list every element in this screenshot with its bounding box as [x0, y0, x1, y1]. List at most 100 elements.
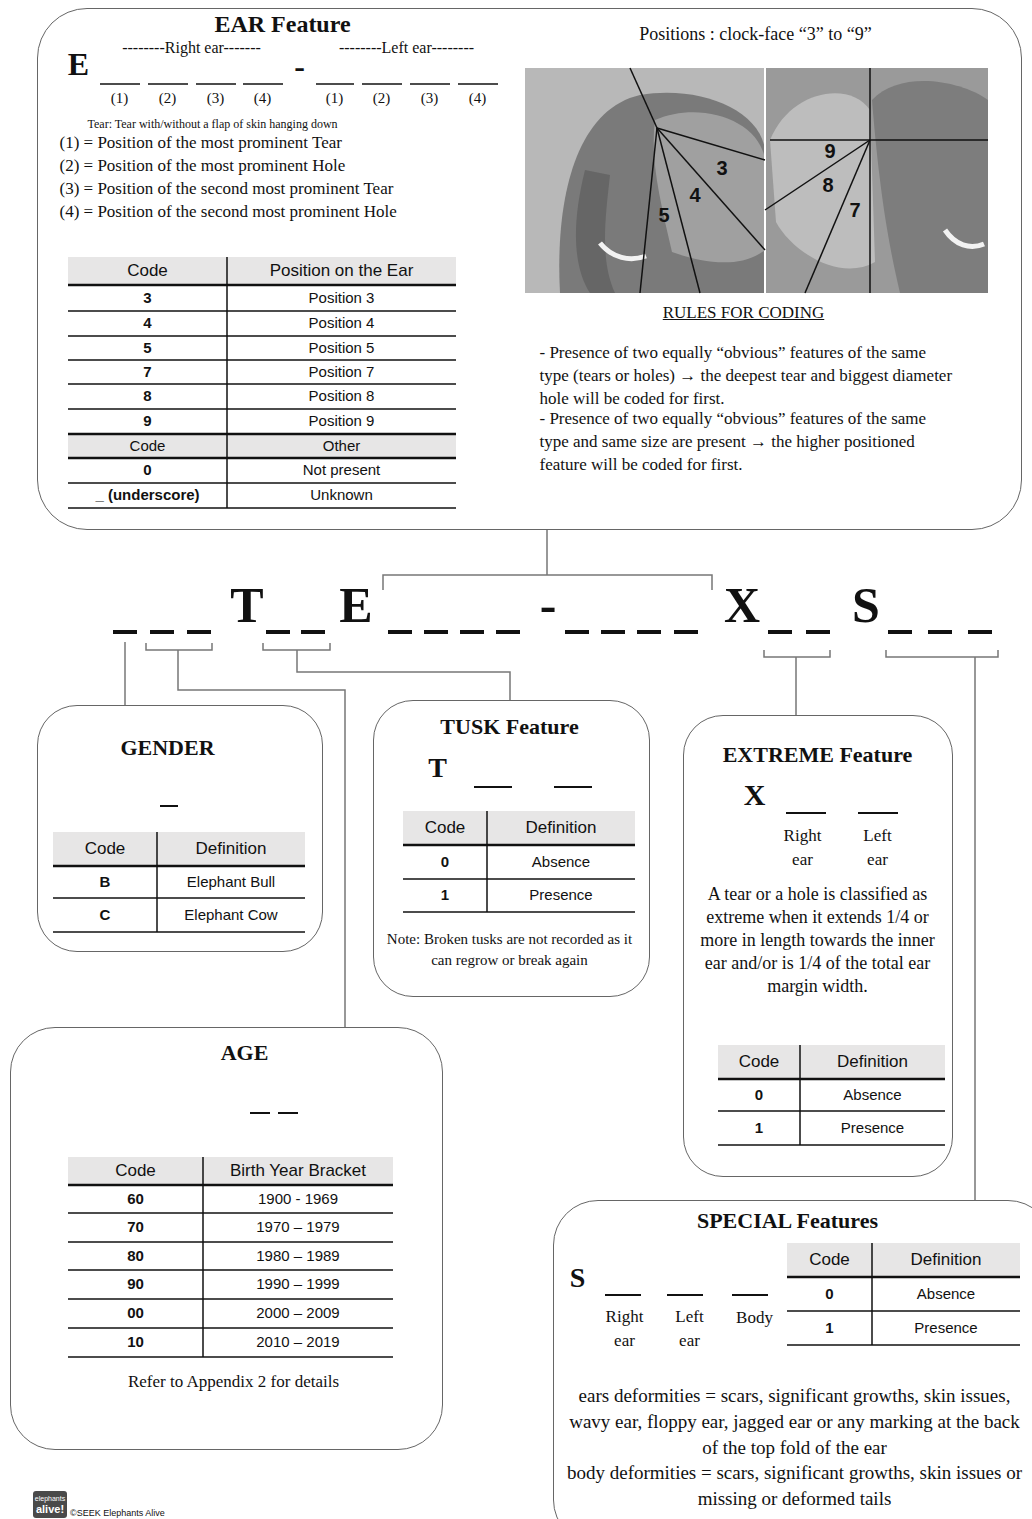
- table-header: Code: [68, 261, 227, 281]
- table-header: Code: [68, 437, 227, 455]
- callout-number: 3: [712, 156, 732, 180]
- table-cell: 1: [718, 1119, 800, 1137]
- table-cell: Position 5: [227, 339, 456, 357]
- slot-caption: Left ear: [666, 1305, 714, 1353]
- table-header: Other: [227, 437, 456, 455]
- table-cell: 1: [403, 886, 487, 904]
- table-cell: C: [53, 906, 157, 924]
- photo-heading: Positions : clock-face “3” to “9”: [530, 23, 982, 45]
- definition-text: A tear or a hole is classified as extrem…: [690, 883, 946, 998]
- feature-panel: EAR FeatureE--------Right ear-----------…: [37, 8, 1022, 530]
- slot-number: (4): [243, 89, 283, 107]
- slot-definition: (3) = Position of the second most promin…: [60, 179, 510, 199]
- table-cell: Absence: [800, 1086, 945, 1104]
- table-cell: Not present: [227, 461, 456, 479]
- table-cell: 00: [68, 1304, 203, 1322]
- table-cell: _ (underscore): [68, 486, 227, 504]
- table-cell: 8: [68, 387, 227, 405]
- code-letter: X: [740, 777, 770, 813]
- box-title: GENDER: [68, 735, 268, 761]
- table-header: Birth Year Bracket: [203, 1161, 393, 1181]
- table-header: Code: [68, 1161, 203, 1181]
- table-cell: Position 7: [227, 363, 456, 381]
- callout-number: 9: [820, 139, 840, 163]
- definition-text: body deformities = scars, significant gr…: [560, 1460, 1030, 1512]
- table-cell: 7: [68, 363, 227, 381]
- table-cell: Position 3: [227, 289, 456, 307]
- table-cell: 2000 – 2009: [203, 1304, 393, 1322]
- table-cell: 0: [718, 1086, 800, 1104]
- rules-heading: RULES FOR CODING: [594, 303, 894, 323]
- callout-number: 5: [654, 203, 674, 227]
- callout-number: 8: [818, 173, 838, 197]
- table-cell: Position 8: [227, 387, 456, 405]
- code-letter: S: [565, 1261, 591, 1295]
- code-dash: -: [290, 47, 310, 85]
- table-header: Code: [787, 1250, 872, 1270]
- slot-caption: Right ear: [601, 1305, 649, 1353]
- logo-text: elephants: [33, 1495, 67, 1503]
- callout-number: 4: [685, 183, 705, 207]
- table-cell: 80: [68, 1247, 203, 1265]
- definition-text: ears deformities = scars, significant gr…: [560, 1383, 1030, 1461]
- table-cell: Presence: [872, 1319, 1020, 1337]
- table-cell: Absence: [872, 1285, 1020, 1303]
- table-cell: 2010 – 2019: [203, 1333, 393, 1351]
- slot-number: (1): [100, 89, 140, 107]
- table-cell: 9: [68, 412, 227, 430]
- table-cell: Elephant Bull: [157, 873, 305, 891]
- table-header: Code: [403, 818, 487, 838]
- feature-panel: AGE Refer to Appendix 2 for details: [10, 1027, 443, 1450]
- box-title: TUSK Feature: [390, 714, 630, 740]
- slot-caption: Body: [730, 1308, 780, 1328]
- table-header: Position on the Ear: [227, 261, 456, 281]
- table-cell: 0: [403, 853, 487, 871]
- slot-number: (2): [362, 89, 402, 107]
- slot-number: (1): [315, 89, 355, 107]
- logo-badge: [33, 1491, 67, 1518]
- slot-definition: (4) = Position of the second most promin…: [60, 202, 510, 222]
- table-cell: 10: [68, 1333, 203, 1351]
- table-header: Definition: [872, 1250, 1020, 1270]
- ear-side-label: --------Right ear-------: [100, 38, 284, 57]
- table-cell: 70: [68, 1218, 203, 1236]
- panel-title: EAR Feature: [180, 10, 386, 39]
- feature-panel: GENDER: [37, 705, 323, 952]
- table-cell: Presence: [487, 886, 635, 904]
- copyright-note: ©SEEK Elephants Alive: [70, 1508, 230, 1519]
- table-cell: 60: [68, 1190, 203, 1208]
- table-cell: Unknown: [227, 486, 456, 504]
- rule-text: - Presence of two equally “obvious” feat…: [540, 341, 960, 410]
- table-header: Definition: [487, 818, 635, 838]
- table-cell: Position 4: [227, 314, 456, 332]
- code-letter: S: [841, 575, 891, 635]
- rule-text: - Presence of two equally “obvious” feat…: [540, 407, 960, 476]
- photo-illustration: [525, 68, 988, 293]
- bracket-lines: [125, 530, 998, 1200]
- code-letter: X: [717, 575, 767, 635]
- callout-number: 7: [845, 198, 865, 222]
- table-header: Code: [53, 839, 157, 859]
- table-header: Definition: [157, 839, 305, 859]
- table-header: Code: [718, 1052, 800, 1072]
- table-cell: 4: [68, 314, 227, 332]
- box-title: EXTREME Feature: [690, 742, 946, 768]
- feature-panel: TUSK FeatureT Note: Broken tusks are not …: [373, 700, 650, 997]
- code-letter: -: [523, 575, 573, 635]
- slot-caption: Left ear: [855, 824, 901, 872]
- code-letter: T: [425, 751, 451, 785]
- table-cell: 1: [787, 1319, 872, 1337]
- note-text: Refer to Appendix 2 for details: [84, 1372, 384, 1392]
- box-title: AGE: [145, 1040, 345, 1066]
- table-cell: 90: [68, 1275, 203, 1293]
- slot-number: (3): [196, 89, 236, 107]
- code-letter: E: [331, 575, 381, 635]
- slot-number: (4): [458, 89, 498, 107]
- ear-side-label: --------Left ear--------: [312, 38, 502, 57]
- note-text: Note: Broken tusks are not recorded as i…: [385, 929, 635, 971]
- table-cell: B: [53, 873, 157, 891]
- table-cell: 1900 - 1969: [203, 1190, 393, 1208]
- table-cell: 1990 – 1999: [203, 1275, 393, 1293]
- table-cell: 0: [787, 1285, 872, 1303]
- table-cell: Presence: [800, 1119, 945, 1137]
